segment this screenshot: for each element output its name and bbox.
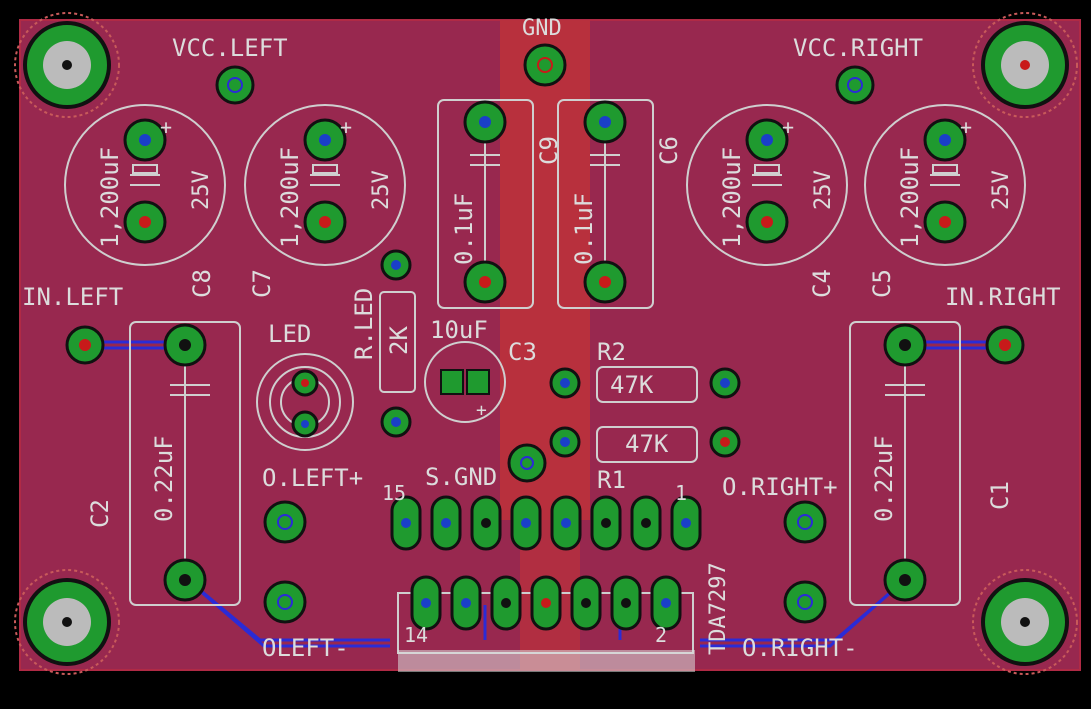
- label-plus-c7: +: [340, 115, 352, 139]
- label-in-right: IN.RIGHT: [945, 283, 1061, 311]
- label-c4: C4: [808, 269, 836, 298]
- cap-c4-voltage: 25V: [811, 170, 836, 210]
- label-r1: R1: [597, 466, 626, 494]
- label-gnd: GND: [522, 16, 562, 41]
- label-r1-value: 47K: [625, 430, 669, 458]
- label-pin1: 1: [675, 481, 687, 505]
- label-vcc-left: VCC.LEFT: [172, 34, 288, 62]
- cap-c7-voltage: 25V: [369, 170, 394, 210]
- label-s-gnd: S.GND: [425, 463, 497, 491]
- cap-c7-value: 1,200uF: [276, 147, 304, 248]
- label-r2-value: 47K: [610, 371, 654, 399]
- label-in-left: IN.LEFT: [22, 283, 123, 311]
- label-led: LED: [268, 320, 311, 348]
- label-c6: C6: [655, 136, 683, 165]
- label-o-right-minus: O.RIGHT-: [742, 634, 858, 662]
- label-o-left-minus: OLEFT-: [262, 634, 349, 662]
- label-r-led: R.LED: [350, 288, 378, 360]
- cap-c2-value: 0.22uF: [150, 435, 178, 522]
- label-plus-c3: +: [476, 400, 487, 421]
- label-c5: C5: [868, 269, 896, 298]
- label-r-led-value: 2K: [385, 326, 413, 355]
- label-r2: R2: [597, 338, 626, 366]
- cap-c5-voltage: 25V: [989, 170, 1014, 210]
- cap-c8-value: 1,200uF: [96, 147, 124, 248]
- mounting-hole-bottom-left: [14, 569, 120, 675]
- label-c8: C8: [188, 269, 216, 298]
- label-pin14: 14: [404, 623, 428, 647]
- cap-c4-value: 1,200uF: [718, 147, 746, 248]
- cap-c8-voltage: 25V: [189, 170, 214, 210]
- cap-c6-value: 0.1uF: [570, 193, 598, 265]
- label-o-left-plus: O.LEFT+: [262, 464, 363, 492]
- label-pin2: 2: [655, 623, 667, 647]
- label-vcc-right: VCC.RIGHT: [793, 34, 923, 62]
- label-o-right-plus: O.RIGHT+: [722, 473, 838, 501]
- label-plus-c4: +: [782, 115, 794, 139]
- cap-c1-value: 0.22uF: [870, 435, 898, 522]
- cap-c9-value: 0.1uF: [450, 193, 478, 265]
- cap-c5-value: 1,200uF: [896, 147, 924, 248]
- label-c3-value: 10uF: [430, 316, 488, 344]
- label-c1: C1: [986, 481, 1014, 510]
- label-c9: C9: [535, 136, 563, 165]
- mounting-hole-bottom-right: [972, 569, 1078, 675]
- pads: [65, 43, 1025, 624]
- label-c2: C2: [86, 499, 114, 528]
- label-plus-c8: +: [160, 115, 172, 139]
- label-plus-c5: +: [960, 115, 972, 139]
- label-c3: C3: [508, 338, 537, 366]
- ic-body-fill: [398, 650, 695, 672]
- mounting-hole-top-right: [972, 12, 1078, 118]
- label-c7: C7: [248, 269, 276, 298]
- mounting-hole-top-left: [14, 12, 120, 118]
- ic-pin-drills: [401, 518, 691, 608]
- label-ic: TDA7297: [706, 562, 731, 655]
- label-pin15: 15: [382, 481, 406, 505]
